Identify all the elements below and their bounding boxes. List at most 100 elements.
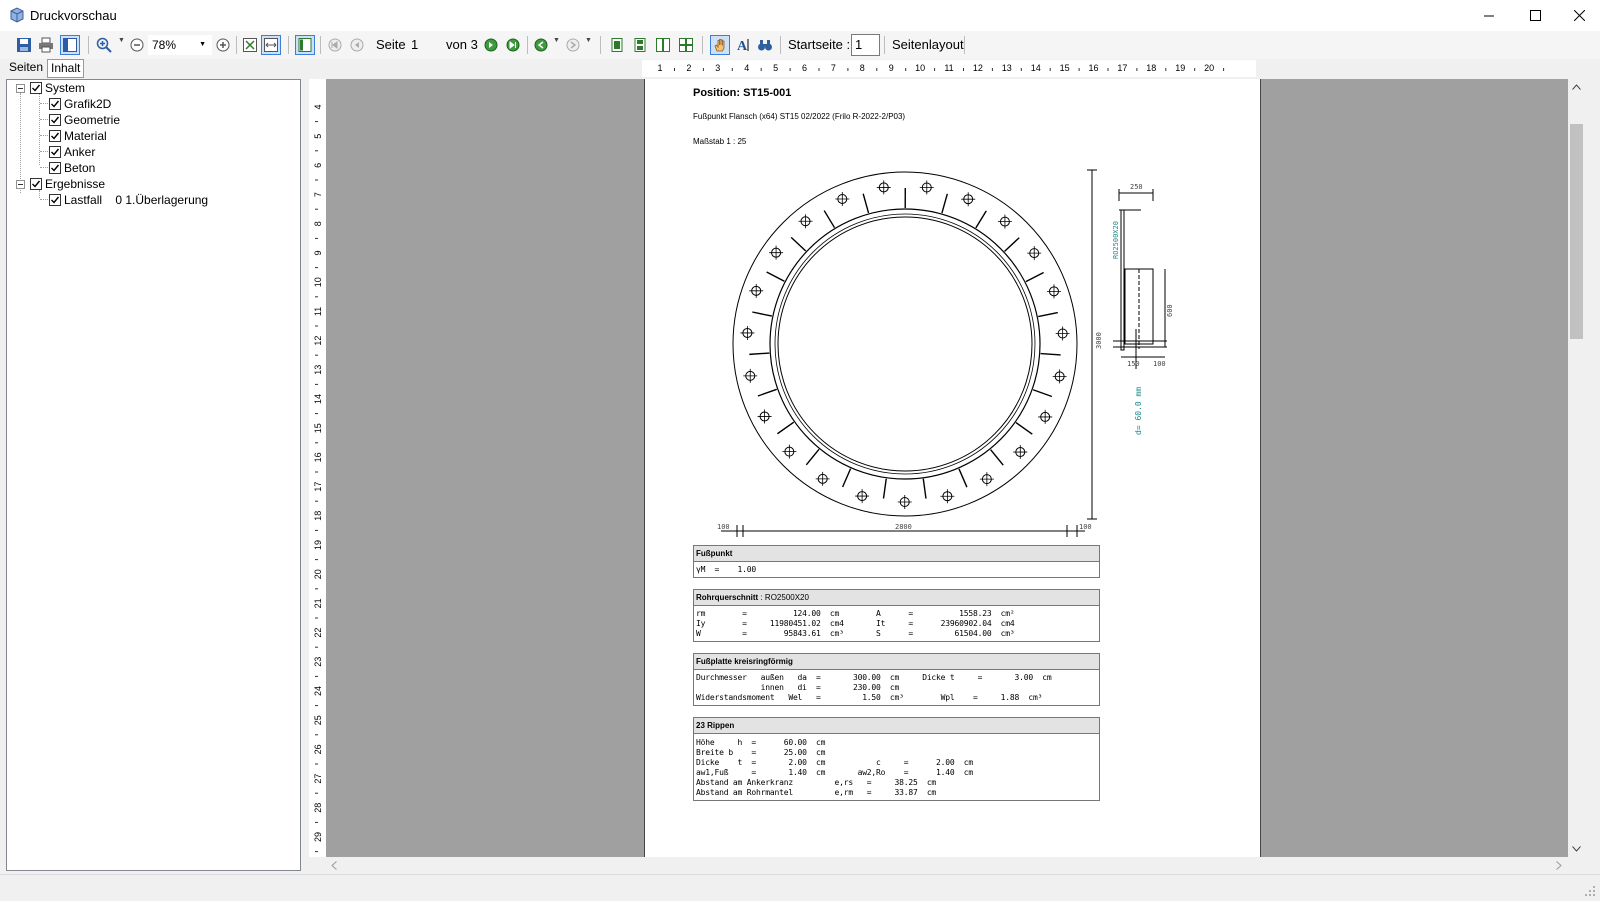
one-page-layout-button[interactable] xyxy=(607,35,627,55)
tree-item-lastfall[interactable]: Lastfall 0 1.Überlagerung xyxy=(49,192,208,208)
ruler-label: 19 xyxy=(313,540,323,550)
text-select-button[interactable]: A xyxy=(733,35,753,55)
page-number-input[interactable]: 1 xyxy=(411,37,418,52)
hand-tool-button[interactable] xyxy=(710,35,730,55)
tree-item-grafik[interactable]: Grafik2D xyxy=(49,96,111,112)
ruler-label: 4 xyxy=(744,63,749,73)
vertical-scrollbar[interactable] xyxy=(1568,79,1585,857)
table-row: Widerstandsmoment Wel = 1.50 cm³ Wpl = 1… xyxy=(696,693,1042,702)
forward-menu-chevron-icon[interactable]: ▼ xyxy=(585,37,592,44)
anchor-bolt-cross xyxy=(769,246,783,260)
zoom-in-round-button[interactable] xyxy=(213,35,233,55)
table-row: Abstand am Rohrmantel e,rm = 33.87 cm xyxy=(696,788,936,797)
ruler-label: 6 xyxy=(313,163,323,168)
checkbox-checked-icon[interactable] xyxy=(49,114,61,126)
horizontal-scrollbar[interactable] xyxy=(326,857,1568,874)
back-icon xyxy=(534,38,548,52)
back-menu-chevron-icon[interactable]: ▼ xyxy=(553,37,560,44)
two-page-layout-button[interactable] xyxy=(653,35,673,55)
fit-page-icon xyxy=(243,38,257,52)
tree-item-system[interactable]: System xyxy=(30,80,85,96)
anchor-bolt-cross xyxy=(877,180,891,194)
vertical-scroll-thumb[interactable] xyxy=(1570,124,1583,339)
previous-page-button[interactable] xyxy=(347,35,367,55)
zoom-select[interactable]: 78% ▼ xyxy=(148,35,212,55)
find-button[interactable] xyxy=(755,35,775,55)
table-row: Iy = 11980451.02 cm4 It = 23960902.04 cm… xyxy=(696,619,1015,628)
fit-page-button[interactable] xyxy=(240,35,260,55)
checkbox-checked-icon[interactable] xyxy=(30,82,42,94)
ruler-label: 8 xyxy=(860,63,865,73)
anchor-bolt-cross xyxy=(758,409,772,423)
table-row: γM = 1.00 xyxy=(696,565,756,574)
multi-page-icon xyxy=(679,38,693,52)
scroll-down-icon[interactable] xyxy=(1572,846,1581,852)
resize-grip-icon[interactable] xyxy=(1584,885,1596,897)
printer-icon xyxy=(38,37,54,53)
dim-height-label: 3000 xyxy=(1095,332,1103,349)
checkbox-checked-icon[interactable] xyxy=(49,98,61,110)
first-page-button[interactable] xyxy=(325,35,345,55)
tab-inhalt[interactable]: Inhalt xyxy=(47,59,84,78)
print-button[interactable] xyxy=(36,35,56,55)
zoom-out-button[interactable] xyxy=(127,35,147,55)
ruler-label: 9 xyxy=(889,63,894,73)
table-row: Dicke t = 2.00 cm c = 2.00 cm xyxy=(696,758,973,767)
ruler-label: 12 xyxy=(973,63,983,73)
scroll-left-icon[interactable] xyxy=(331,861,337,870)
zoom-value: 78% xyxy=(152,38,176,52)
rib-mark xyxy=(843,469,851,487)
startpage-input[interactable]: 1 xyxy=(851,34,880,56)
anchor-bolt-cross xyxy=(1038,410,1052,424)
app-icon xyxy=(9,7,25,23)
two-page-icon xyxy=(656,38,670,52)
page-count-label: von 3 xyxy=(446,37,478,52)
status-bar xyxy=(0,874,1600,901)
system-expander-icon[interactable] xyxy=(16,84,25,93)
toggle-panel-button[interactable] xyxy=(60,35,80,55)
rib-mark xyxy=(1026,272,1044,281)
fit-width-button[interactable] xyxy=(261,35,281,55)
checkbox-checked-icon[interactable] xyxy=(49,146,61,158)
scroll-up-icon[interactable] xyxy=(1572,84,1581,90)
single-page-view-button[interactable] xyxy=(295,35,315,55)
tree-item-ergebnisse[interactable]: Ergebnisse xyxy=(30,176,105,192)
continuous-layout-button[interactable] xyxy=(630,35,650,55)
tree-item-beton[interactable]: Beton xyxy=(49,160,95,176)
tree-item-material[interactable]: Material xyxy=(49,128,107,144)
ruler-label: 8 xyxy=(313,221,323,226)
tab-seiten[interactable]: Seiten xyxy=(6,59,46,76)
ruler-label: 3 xyxy=(715,63,720,73)
scroll-right-icon[interactable] xyxy=(1556,861,1562,870)
checkbox-checked-icon[interactable] xyxy=(49,162,61,174)
page-layout-button[interactable]: Seitenlayout xyxy=(892,37,964,52)
tree-item-anker[interactable]: Anker xyxy=(49,144,95,160)
checkbox-checked-icon[interactable] xyxy=(49,194,61,206)
hand-icon xyxy=(713,38,727,52)
zoom-in-button[interactable] xyxy=(94,35,114,55)
tree-item-geometrie[interactable]: Geometrie xyxy=(49,112,120,128)
zoom-menu-chevron-icon[interactable]: ▼ xyxy=(118,37,125,44)
table-header: 23 Rippen xyxy=(694,718,1099,734)
minimize-button[interactable] xyxy=(1466,0,1512,31)
ruler-label: 6 xyxy=(802,63,807,73)
back-button[interactable] xyxy=(531,35,551,55)
maximize-button[interactable] xyxy=(1512,0,1558,31)
close-button[interactable] xyxy=(1558,0,1600,31)
table-row: rm = 124.00 cm A = 1558.23 cm² xyxy=(696,609,1015,618)
anchor-bolt-cross xyxy=(740,326,754,340)
next-page-button[interactable] xyxy=(481,35,501,55)
forward-button[interactable] xyxy=(563,35,583,55)
ergebnisse-expander-icon[interactable] xyxy=(16,180,25,189)
last-page-button[interactable] xyxy=(503,35,523,55)
checkbox-checked-icon[interactable] xyxy=(30,178,42,190)
ruler-label: 18 xyxy=(1146,63,1156,73)
preview-viewport[interactable]: Position: ST15-001 Fußpunkt Flansch (x64… xyxy=(326,79,1568,857)
close-icon xyxy=(1574,10,1585,21)
save-icon xyxy=(16,37,32,53)
multi-page-layout-button[interactable] xyxy=(676,35,696,55)
window-title: Druckvorschau xyxy=(30,8,117,23)
checkbox-checked-icon[interactable] xyxy=(49,130,61,142)
save-button[interactable] xyxy=(14,35,34,55)
vertical-ruler: 4567891011121314151617181920212223242526… xyxy=(309,79,326,857)
